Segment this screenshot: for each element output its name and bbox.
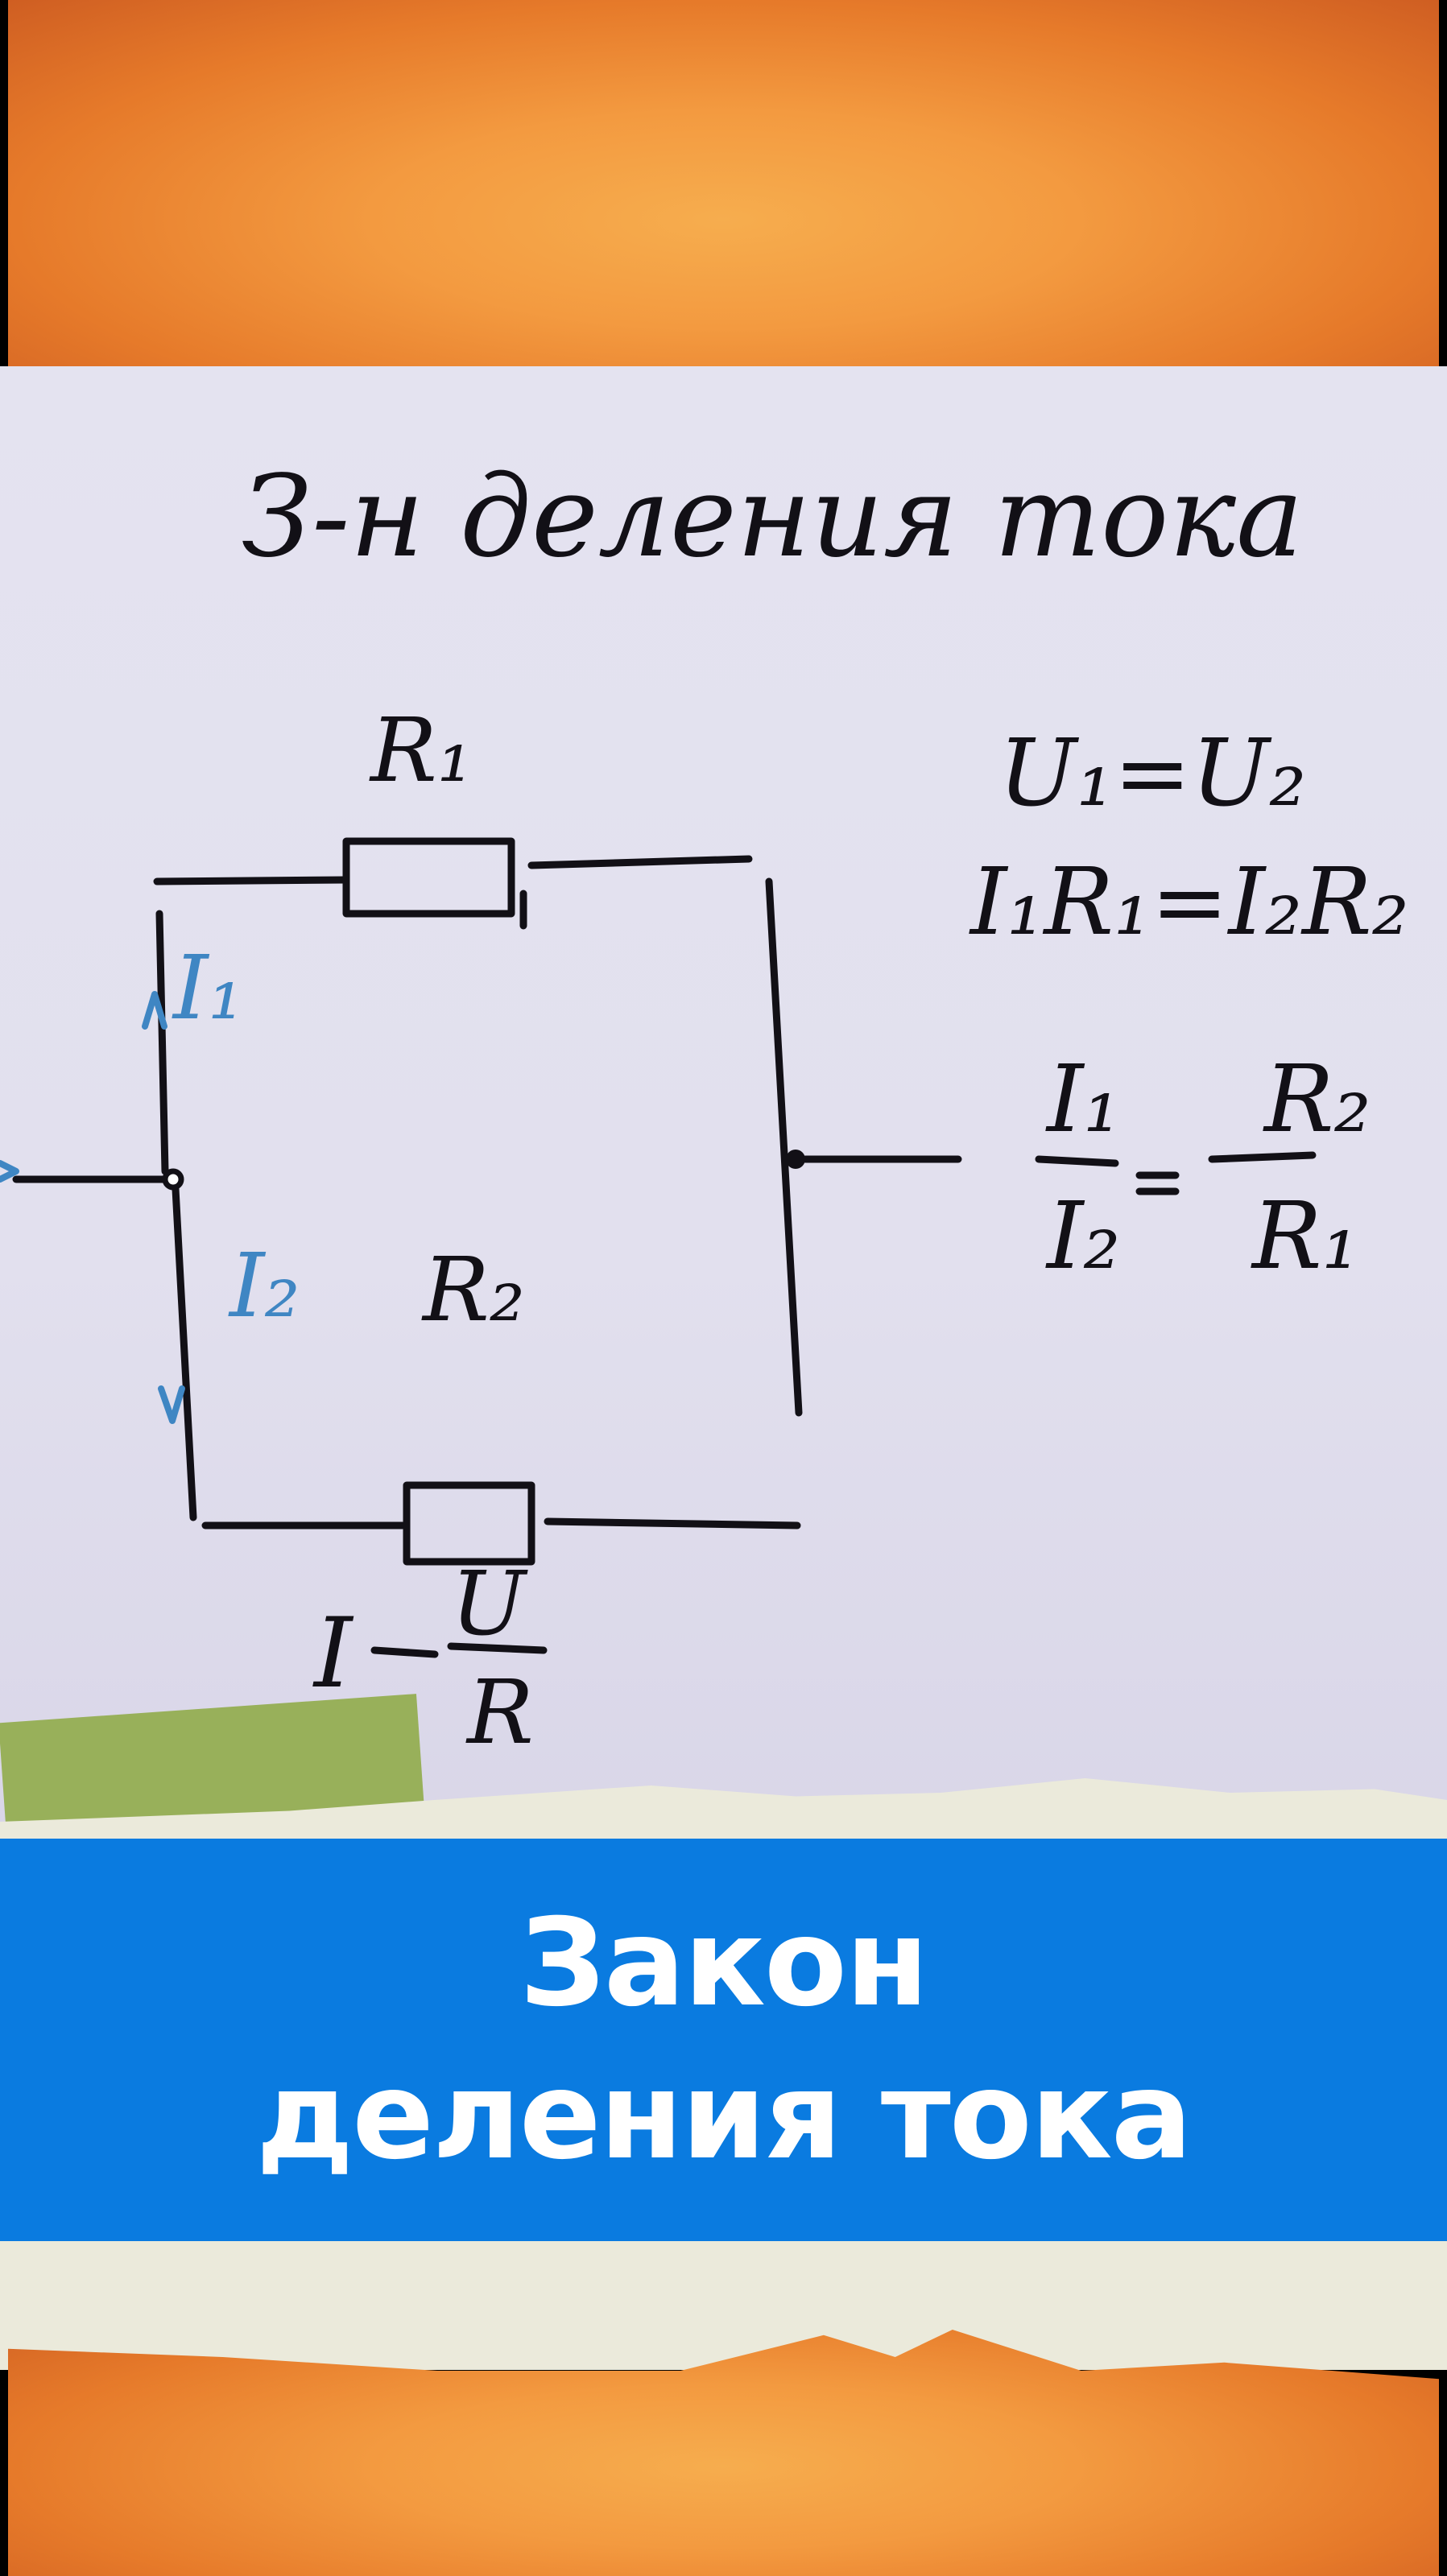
current-up-arrow-icon [142,991,167,1030]
circuit-diagram [0,837,962,1566]
whiteboard: З-н деления тока R₁ [0,366,1447,1839]
svg-text:I₁: I₁ [1045,1046,1121,1154]
label-r2: R₂ [421,1238,525,1341]
svg-text:R₂: R₂ [1263,1046,1371,1154]
label-i2: I₂ [228,1234,300,1337]
junction-right [786,1150,805,1169]
torn-paper-bottom [0,2241,1447,2370]
title-line-1: Закон [519,1893,928,2033]
ohms-law: I U R [312,1552,548,1764]
label-r1: R₁ [369,699,473,802]
svg-text:U: U [451,1552,528,1655]
svg-text:R: R [465,1661,534,1764]
title-line-2: деления тока [256,2046,1193,2186]
svg-text:I: I [312,1598,354,1710]
current-down-arrow-icon [158,1385,185,1424]
input-arrow-icon [0,1160,19,1183]
orange-background-bottom [8,2330,1439,2576]
resistor-r1 [342,837,515,918]
label-i1: I₁ [172,936,244,1039]
title-banner: Закон деления тока [0,1839,1447,2241]
equation-ir: I₁R₁=I₂R₂ [969,848,1409,956]
equation-ratio: I₁ I₂ R₂ R₁ [1035,1046,1371,1290]
board-heading: З-н деления тока [242,452,1304,583]
equation-voltage: U₁=U₂ [998,720,1306,828]
svg-text:I₂: I₂ [1045,1183,1121,1290]
svg-text:R₁: R₁ [1251,1183,1359,1290]
whiteboard-drawing: З-н деления тока R₁ [0,452,1409,1764]
resistor-r2 [403,1481,535,1566]
orange-background-top [8,0,1439,366]
